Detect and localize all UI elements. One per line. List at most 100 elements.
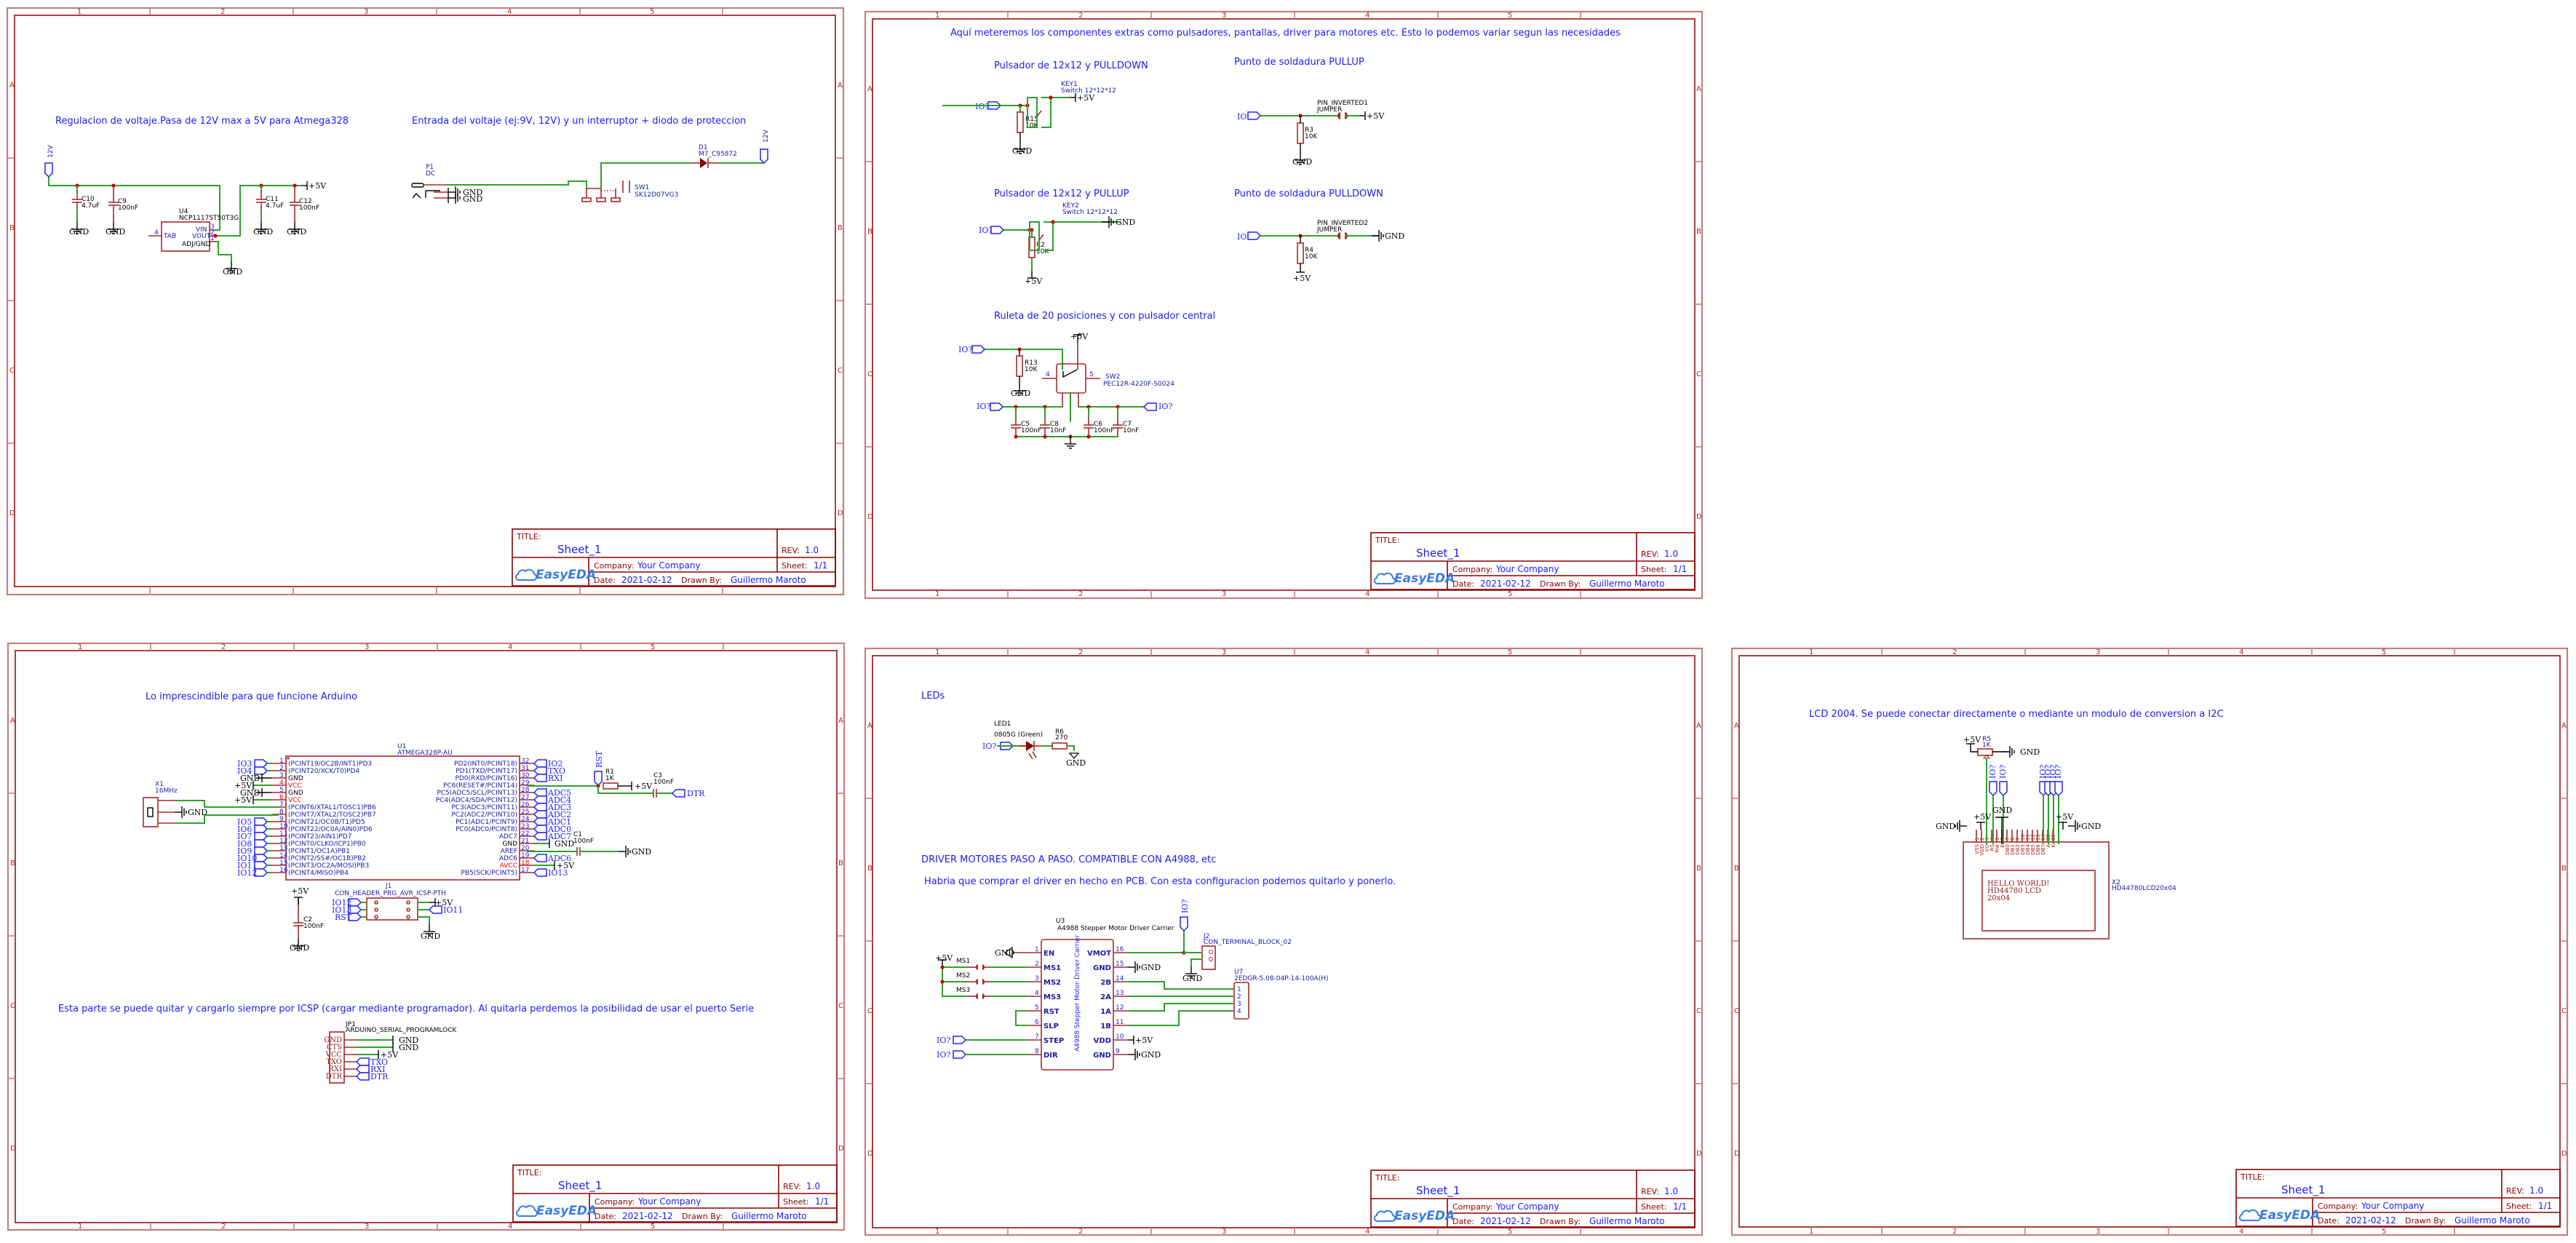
pin-number: 15 (1116, 961, 1124, 968)
power-label-gnd: GND (1182, 974, 1202, 983)
pin-number: 14 (1116, 975, 1124, 982)
title-block: TITLE: Sheet_1 REV: 1.0 Company: Your Co… (512, 528, 836, 587)
pin-number: 28 (521, 787, 530, 794)
ref-c2: C2 (303, 916, 312, 924)
title-key: TITLE: (1375, 1173, 1399, 1183)
pin-name: PC5(ADC5/SCL/PCINT13) (437, 790, 517, 797)
pin-name: VDD (1094, 1037, 1111, 1045)
net-label-io12: IO12 (332, 898, 351, 908)
zone-col-label: 4 (1365, 590, 1370, 598)
pin-name: PC0(ADC0/PCINT8) (456, 826, 517, 833)
pin-number: 3 (1035, 975, 1039, 982)
val-led1: 0805G (Green) (994, 731, 1043, 739)
pin-number: 10 (279, 823, 288, 830)
ref-r4: R4 (1305, 247, 1313, 254)
power-label-5v: +5V (1367, 111, 1385, 121)
pin-name: GND (288, 790, 303, 797)
rev-value: 1.0 (806, 1181, 820, 1191)
net-label: ADC5 (547, 788, 571, 798)
power-label-5v: +5V (1963, 735, 1981, 744)
val-c6: 100nF (1094, 427, 1114, 434)
cloud-link-icon (1373, 1210, 1396, 1223)
zone-col-label: 5 (1508, 648, 1512, 656)
power-label-5v: +5V (2056, 812, 2074, 822)
lcd-screen-line-1: HELLO WORLD! (1987, 880, 2049, 888)
drawn-by-value: Guillermo Maroto (2454, 1215, 2530, 1226)
val-r1: 1K (605, 775, 615, 782)
note-solder-pullup: Punto de soldadura PULLUP (1234, 57, 1364, 68)
net-label-io: IO? (982, 742, 996, 751)
zone-col-label: 1 (1809, 648, 1813, 656)
power-label-5v: +5V (935, 953, 953, 963)
power-label-gnd: GND (106, 227, 125, 237)
zone-row-label: A (1734, 722, 1739, 730)
net-label-io: IO? (958, 345, 972, 354)
net-label: ADC6 (547, 854, 571, 863)
pin-name: DB4 (2025, 843, 2031, 854)
pin-number: 6 (1035, 1019, 1039, 1026)
zone-col-label: 2 (1078, 1228, 1083, 1236)
net-label-io: IO? (1158, 402, 1172, 411)
pin-number: 23 (521, 823, 529, 830)
ref-c6: C6 (1094, 421, 1102, 428)
note-solder-pulldown: Punto de soldadura PULLDOWN (1234, 188, 1383, 199)
svg-text:5: 5 (1089, 371, 1094, 378)
company-key: Company: (594, 561, 634, 571)
val-u4: NCP1117ST50T3G (179, 215, 239, 222)
svg-text:4: 4 (1237, 1008, 1241, 1015)
val-u7: 2EDGR-5.08-04P-14-100A(H) (1234, 975, 1329, 982)
power-label: +5V (557, 861, 575, 870)
power-label-gnd: GND (421, 932, 440, 941)
zone-row-label: C (838, 367, 843, 375)
power-label-gnd: GND (290, 943, 309, 953)
zone-row-label: C (1734, 1007, 1739, 1015)
pin-number: 12 (279, 838, 287, 845)
sheet-title: Sheet_1 (558, 1179, 602, 1193)
val-c2: 100nF (303, 923, 324, 930)
power-label: +5V (381, 1050, 399, 1060)
note-extras: Aquí meteremos los componentes extras co… (950, 28, 1621, 39)
zone-row-label: A (2561, 722, 2567, 730)
zone-col-label: 1 (935, 1228, 939, 1236)
capacitor-c8 (1039, 407, 1051, 436)
ref-r2: R2 (1036, 242, 1045, 249)
date-value: 2021-02-12 (1480, 579, 1531, 589)
val-c8: 10nF (1050, 427, 1066, 434)
val-r13: 10K (1025, 366, 1038, 373)
capacitor-c12 (288, 186, 301, 234)
net-label: IO9 (237, 846, 252, 856)
zone-row-label: C (838, 1002, 843, 1010)
zone-row-label: A (10, 717, 15, 725)
zone-col-label: 5 (1508, 590, 1512, 598)
capacitor-c2 (292, 897, 305, 951)
ref-u3: U3 (1056, 918, 1065, 925)
val-c12: 100nF (299, 204, 319, 212)
note-arduino-essentials: Lo imprescindible para que funcione Ardu… (146, 691, 357, 702)
zone-col-label: 3 (365, 1223, 369, 1231)
capacitor-c10 (71, 186, 84, 234)
net-label-rst: RST (595, 750, 604, 768)
zone-col-label: 2 (1952, 1228, 1957, 1236)
net-label-io: IO? (975, 102, 989, 111)
pin-name: PC2(ADC2/PCINT10) (451, 811, 517, 819)
pin-name: 1A (1100, 1008, 1111, 1016)
power-label-gnd: GND (1292, 157, 1312, 167)
company-value: Your Company (637, 1196, 701, 1207)
pin-number: 32 (521, 758, 529, 765)
power-label-5v: +5V (1077, 93, 1095, 103)
power-label-gnd: GND (995, 948, 1014, 958)
cloud-link-icon (2238, 1209, 2262, 1222)
zone-col-label: 4 (508, 1223, 512, 1231)
pin-number: 8 (1035, 1048, 1039, 1055)
rev-key: REV: (2506, 1186, 2524, 1196)
pin-name: CTS (327, 1044, 342, 1052)
pin-name: VDD (1979, 844, 1985, 856)
resistor-r6 (1042, 742, 1080, 759)
net-label: ADC7 (547, 832, 571, 841)
net-label-io: IO? (979, 226, 993, 235)
net-label: IO10 (237, 854, 257, 863)
net-label-rst: RST (335, 913, 352, 922)
